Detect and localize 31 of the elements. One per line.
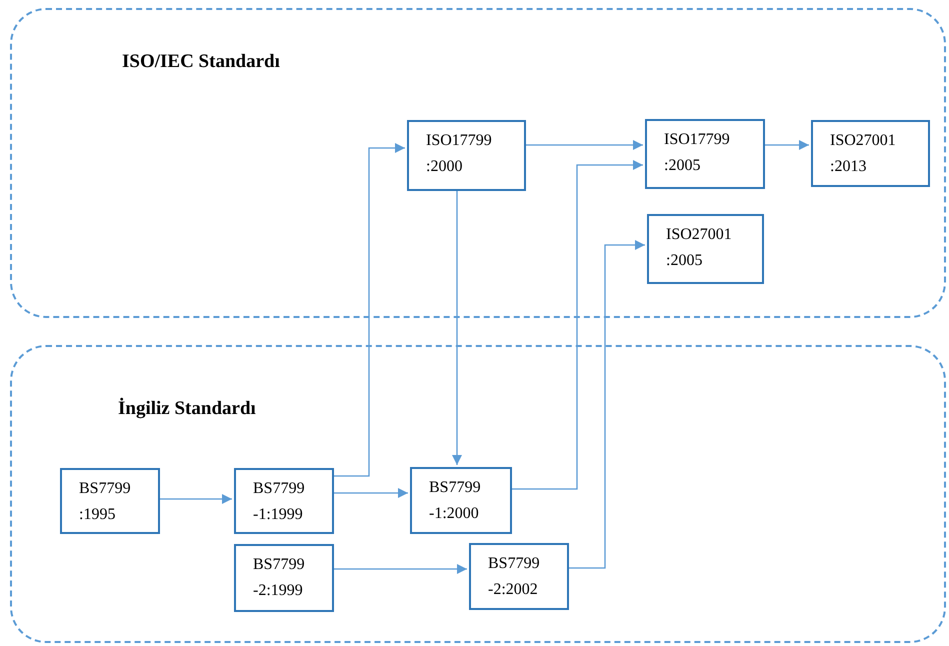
box-label: ISO27001 :2013 bbox=[830, 131, 897, 177]
standard-box bbox=[647, 214, 764, 284]
arrow bbox=[332, 564, 467, 574]
arrow bbox=[452, 189, 462, 465]
standard-box bbox=[811, 120, 930, 187]
group-region bbox=[10, 345, 946, 643]
box-label: BS7799 -2:2002 bbox=[488, 554, 541, 600]
arrow bbox=[524, 140, 643, 150]
group-region bbox=[10, 8, 946, 318]
box-label: BS7799 -2:1999 bbox=[253, 555, 306, 601]
arrow bbox=[332, 488, 408, 498]
group-heading: ISO/IEC Standardı bbox=[122, 50, 280, 74]
box-label: ISO17799 :2000 bbox=[426, 131, 493, 177]
standard-box bbox=[234, 544, 334, 612]
box-label: BS7799 :1995 bbox=[79, 479, 132, 525]
arrow bbox=[763, 140, 809, 150]
box-label: ISO27001 :2005 bbox=[666, 225, 733, 271]
standard-box bbox=[407, 120, 526, 191]
standard-box bbox=[60, 468, 160, 534]
group-heading: İngiliz Standardı bbox=[118, 396, 256, 421]
standard-box bbox=[410, 467, 512, 534]
arrow bbox=[158, 494, 232, 504]
arrow bbox=[510, 160, 643, 490]
arrow bbox=[567, 240, 645, 569]
standard-box bbox=[469, 543, 569, 610]
arrow bbox=[332, 143, 405, 477]
standard-box bbox=[234, 468, 334, 534]
box-label: BS7799 -1:2000 bbox=[429, 478, 482, 524]
box-label: BS7799 -1:1999 bbox=[253, 479, 306, 525]
box-label: ISO17799 :2005 bbox=[664, 130, 731, 176]
standard-box bbox=[645, 119, 765, 189]
